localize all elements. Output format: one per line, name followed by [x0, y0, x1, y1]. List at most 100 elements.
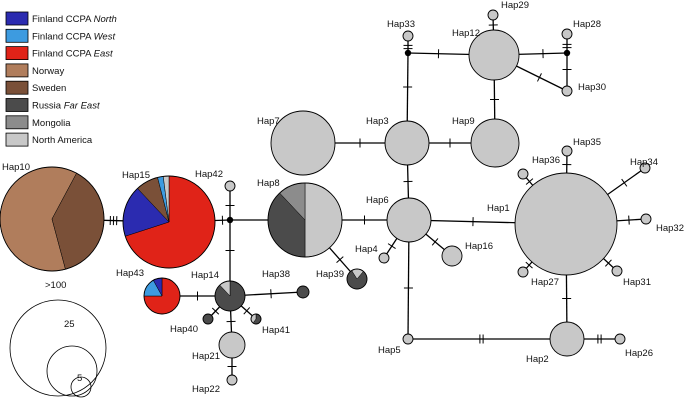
label-hap28: Hap28 [573, 19, 601, 30]
label-hap39: Hap39 [316, 269, 344, 280]
haplotype-node-hap38 [296, 285, 310, 299]
haplotype-node-hap16 [441, 245, 463, 267]
label-hap6: Hap6 [366, 195, 389, 206]
label-hap16: Hap16 [465, 241, 493, 252]
legend-swatch [5, 80, 29, 95]
node-outline [250, 313, 262, 325]
haplotype-node-hap40 [202, 313, 214, 325]
node-outline [0, 166, 105, 272]
legend-swatch [5, 63, 29, 78]
node-outline [143, 277, 181, 315]
mutation-tick [537, 73, 542, 82]
haplotype-node-hap6 [386, 197, 432, 243]
node-circle [386, 197, 432, 243]
node-circle [639, 162, 651, 174]
label-hap33: Hap33 [387, 19, 415, 30]
label-hap1: Hap1 [487, 203, 510, 214]
node-circle [517, 266, 529, 278]
node-circle [611, 265, 623, 277]
node-circle [402, 30, 414, 42]
scale-label: >100 [45, 280, 66, 291]
label-hap22: Hap22 [192, 384, 220, 395]
legend-label: Mongolia [32, 118, 71, 129]
haplotype-node-hap2 [549, 321, 585, 357]
haplotype-node-hap10 [0, 166, 105, 272]
node-circle [218, 331, 246, 359]
haplotype-node-hap28 [561, 28, 573, 40]
label-hap3: Hap3 [366, 116, 389, 127]
node-circle [614, 333, 626, 345]
node-circle [384, 120, 430, 166]
median-vector [404, 49, 412, 57]
median-vector [563, 49, 571, 57]
scale-circle [70, 376, 92, 398]
haplotype-node-hap5 [402, 333, 414, 345]
haplotype-node-hap9 [470, 118, 520, 168]
haplotype-node-hap22 [226, 374, 238, 386]
label-hap10: Hap10 [2, 162, 30, 173]
legend-swatch [5, 28, 29, 43]
node-circle [561, 145, 573, 157]
haplotype-node-hap1 [514, 172, 618, 276]
mutation-tick [211, 307, 220, 315]
legend-label: Finland CCPA East [32, 49, 113, 60]
node-outline [346, 268, 368, 290]
node-circle [270, 110, 336, 176]
label-hap29: Hap29 [501, 0, 529, 11]
node-outline [214, 280, 246, 312]
node-outline [267, 182, 343, 258]
haplotype-node-hap15 [122, 175, 216, 269]
label-hap9: Hap9 [452, 116, 475, 127]
node-circle [640, 213, 652, 225]
label-hap2: Hap2 [526, 354, 549, 365]
haplotype-node-hap29 [487, 9, 499, 21]
label-hap41: Hap41 [262, 325, 290, 336]
mutation-tick [387, 243, 396, 249]
pie-slice [304, 182, 343, 258]
haplotype-node-hap26 [614, 333, 626, 345]
legend-label: Russia Far East [32, 101, 100, 112]
label-hap8: Hap8 [257, 178, 280, 189]
mutation-tick [628, 215, 630, 225]
node-circle [378, 252, 390, 264]
haplotype-node-hap31 [611, 265, 623, 277]
node-circle [202, 313, 214, 325]
label-hap4: Hap4 [355, 244, 378, 255]
mutation-tick [604, 259, 612, 267]
mutation-tick [431, 238, 439, 246]
haplotype-node-hap12 [468, 29, 520, 81]
label-hap30: Hap30 [578, 82, 606, 93]
node-circle [468, 29, 520, 81]
mutation-tick [243, 307, 251, 315]
haplotype-node-hap39 [346, 268, 368, 290]
haplotype-node-hap3 [384, 120, 430, 166]
label-hap7: Hap7 [257, 116, 280, 127]
mutation-tick [336, 256, 344, 263]
haplotype-node-hap27 [517, 266, 529, 278]
node-outline [122, 175, 216, 269]
label-hap21: Hap21 [192, 351, 220, 362]
label-hap42: Hap42 [195, 169, 223, 180]
haplotype-node-hap30 [561, 85, 573, 97]
haplotype-node-hap34 [639, 162, 651, 174]
haplotype-node-hap43 [143, 277, 181, 315]
node-circle [487, 9, 499, 21]
haplotype-node-hap35 [561, 145, 573, 157]
mutation-tick [525, 178, 534, 185]
mutation-tick [525, 261, 533, 269]
legend-swatch [5, 98, 29, 112]
label-hap27: Hap27 [531, 277, 559, 288]
node-circle [514, 172, 618, 276]
node-circle [470, 118, 520, 168]
mutation-tick [621, 178, 628, 187]
legend-swatch [5, 115, 29, 130]
label-hap40: Hap40 [170, 324, 198, 335]
label-hap36: Hap36 [532, 155, 560, 166]
scale-label: 25 [64, 319, 75, 330]
label-hap5: Hap5 [378, 345, 401, 356]
legend-label: Finland CCPA North [32, 14, 117, 25]
legend-label: Finland CCPA West [32, 31, 115, 42]
